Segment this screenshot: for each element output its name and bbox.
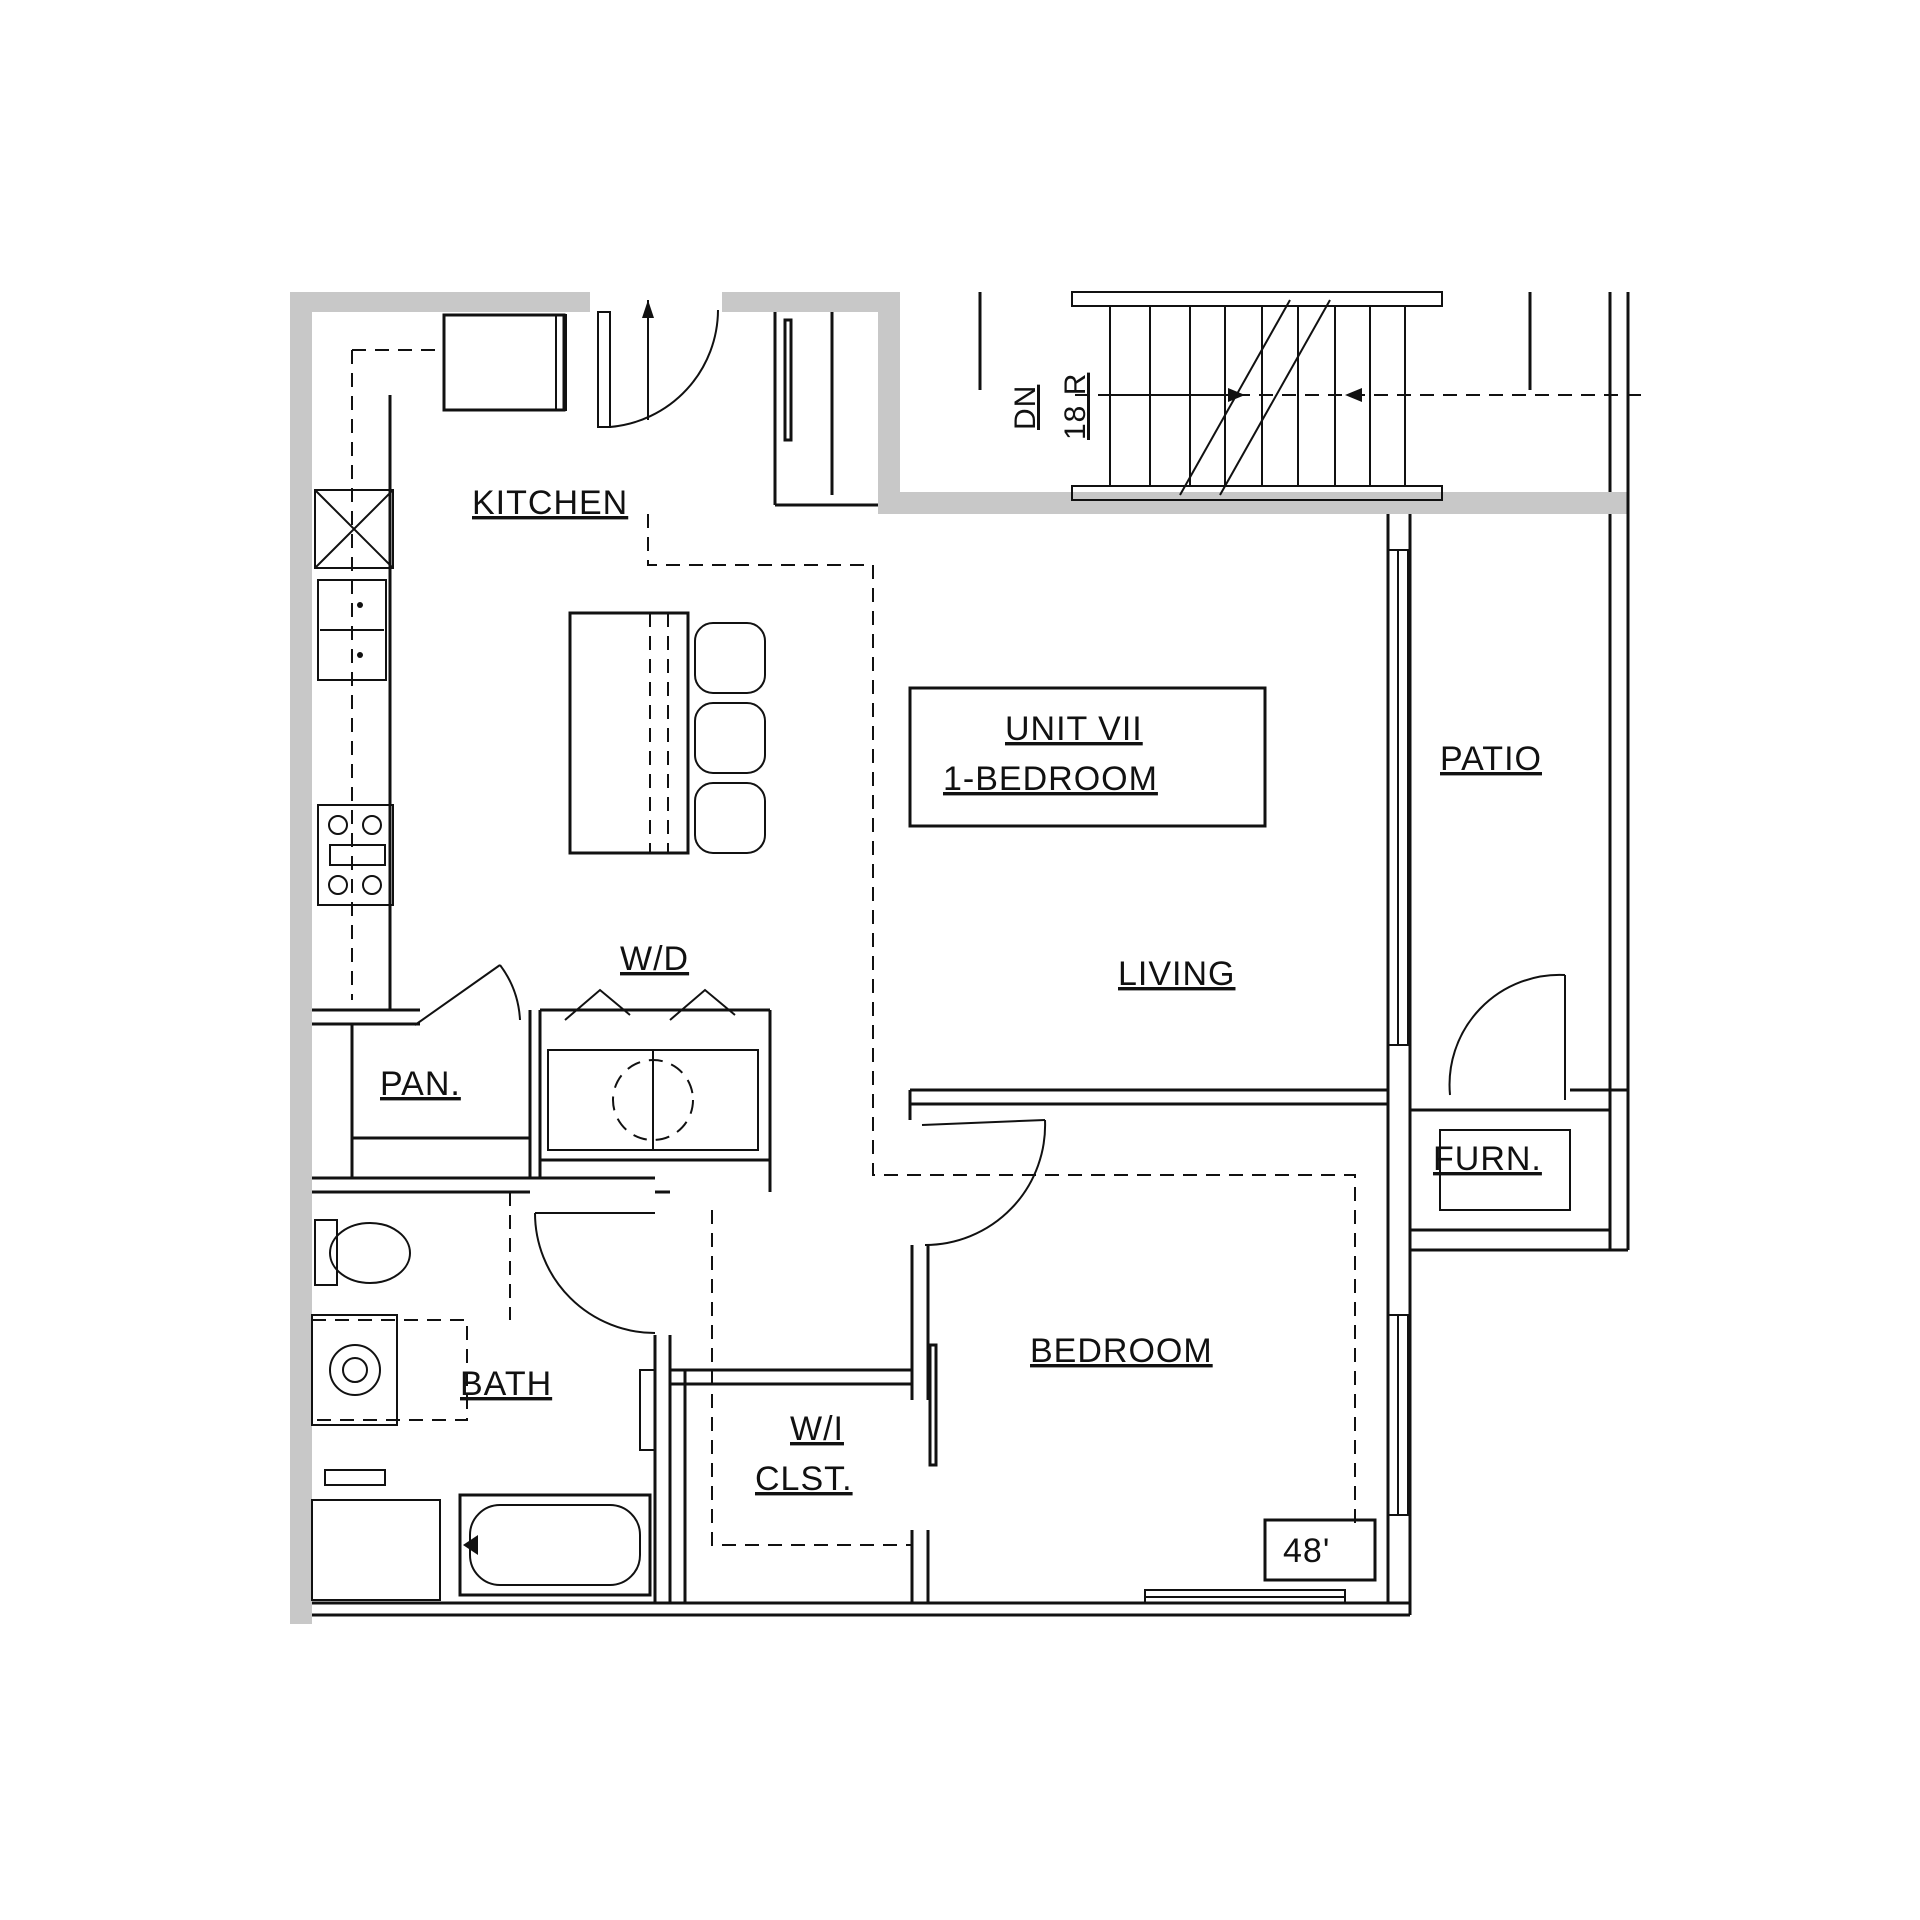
bedroom-label: BEDROOM: [1030, 1332, 1213, 1370]
living-label: LIVING: [1118, 955, 1235, 993]
exterior-walls: [290, 292, 1628, 1624]
kitchen-label: KITCHEN: [472, 484, 628, 522]
patio-label: PATIO: [1440, 740, 1542, 778]
bath-door: [534, 1212, 656, 1334]
bath-label: BATH: [460, 1365, 552, 1403]
unit-label-box: [908, 686, 1267, 828]
washer-dryer: [547, 988, 759, 1151]
pantry-label: PAN.: [380, 1065, 461, 1103]
unit-name-label: UNIT VII: [1005, 710, 1143, 748]
closet-label-line1: W/I: [790, 1410, 844, 1448]
kitchen-appliances: [314, 313, 567, 906]
closet-label-line2: CLST.: [755, 1460, 853, 1498]
furnace-door: [1439, 973, 1571, 1211]
windows: [1144, 549, 1409, 1604]
unit-type-label: 1-BEDROOM: [943, 760, 1158, 798]
dimension-box: [1263, 1518, 1377, 1582]
stair: [1071, 291, 1650, 501]
closet-door: [928, 1343, 938, 1467]
washer-dryer-label: W/D: [620, 940, 689, 978]
pantry-door: [414, 964, 521, 1026]
kitchen-island: [568, 611, 766, 855]
furnace-label: FURN.: [1433, 1140, 1542, 1178]
stair-risers-label: 18 R: [1059, 373, 1092, 440]
dimension-label: 48': [1283, 1532, 1330, 1570]
bedroom-door: [921, 1119, 1047, 1247]
bath-fixtures: [311, 1219, 656, 1601]
stair-direction-label: DN: [1009, 385, 1042, 430]
entry-door: [597, 300, 793, 442]
